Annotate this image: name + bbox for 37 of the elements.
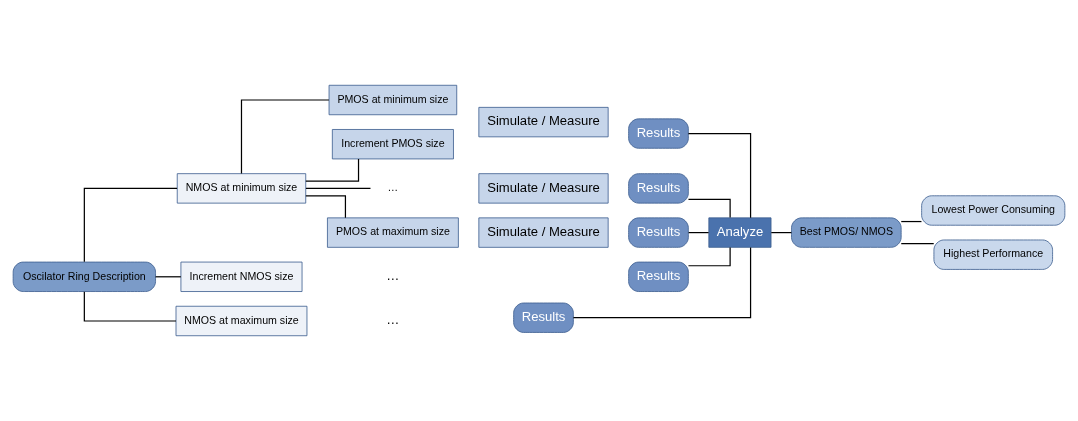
node-box: Results — [628, 118, 689, 149]
node-box: Increment PMOS size — [331, 129, 454, 160]
node-box: Simulate / Measure — [478, 106, 609, 138]
node-box: PMOS at minimum size — [328, 84, 458, 116]
connector — [240, 99, 330, 175]
node-box: NMOS at maximum size — [175, 305, 308, 337]
node-box: Highest Performance — [933, 239, 1053, 270]
node-box: Results — [513, 302, 574, 333]
label: … — [386, 267, 400, 283]
connector — [305, 187, 372, 189]
connector — [687, 132, 752, 219]
node-box: Analyze — [708, 217, 772, 248]
connector — [572, 246, 752, 319]
connector — [83, 291, 177, 322]
node-box: Simulate / Measure — [478, 173, 609, 204]
connector — [305, 158, 360, 182]
node-box: Results — [628, 217, 689, 248]
node-box: Results — [628, 173, 689, 204]
node-box: NMOS at minimum size — [176, 173, 307, 204]
connector — [687, 198, 731, 219]
connector — [305, 195, 347, 219]
node-box: Simulate / Measure — [478, 217, 609, 248]
node-box: PMOS at maximum size — [327, 217, 459, 248]
label: … — [386, 312, 400, 328]
connector — [687, 247, 731, 267]
connector — [770, 232, 793, 234]
node-text: … — [387, 181, 399, 194]
connector — [154, 276, 182, 278]
node-box: Oscilator Ring Description — [12, 261, 156, 292]
node-box: Lowest Power Consuming — [921, 195, 1066, 226]
connector — [687, 232, 710, 234]
node-box: Best PMOS/ NMOS — [791, 217, 902, 248]
node-box: Results — [628, 261, 689, 292]
connector — [900, 243, 935, 245]
connector — [83, 187, 178, 263]
node-box: Increment NMOS size — [180, 261, 303, 292]
connector — [900, 220, 923, 223]
